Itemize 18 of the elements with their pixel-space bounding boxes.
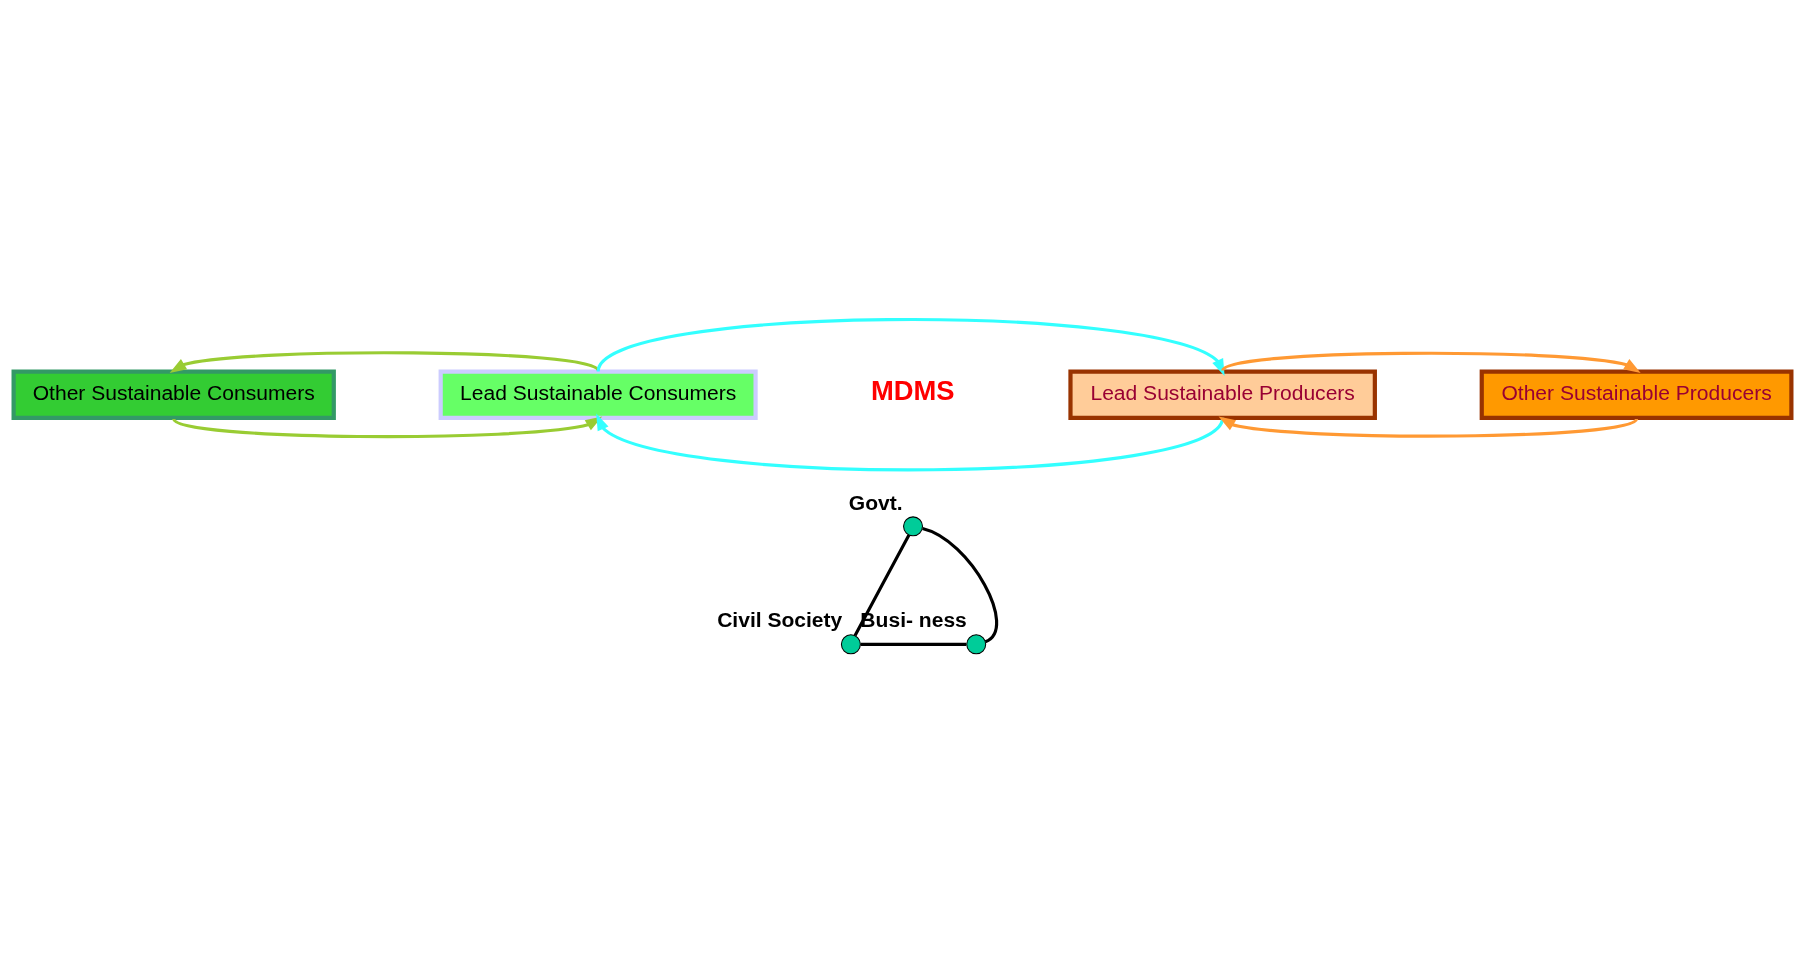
connector	[860, 642, 967, 646]
node-label: Civil Society	[717, 608, 843, 632]
node-circle	[966, 634, 987, 655]
node-box: Other Sustainable Producers	[1479, 369, 1794, 420]
node-box: Other Sustainable Consumers	[11, 369, 336, 420]
arrow	[596, 318, 1225, 376]
node-box: Lead Sustainable Consumers	[438, 369, 758, 420]
connector	[922, 527, 998, 644]
arrow	[596, 413, 1224, 472]
node-box: Lead Sustainable Producers	[1068, 369, 1377, 420]
node-circle	[903, 516, 924, 537]
node-label: Govt.	[848, 490, 903, 514]
arrow	[1221, 351, 1641, 373]
arrow	[172, 416, 603, 439]
arrow	[169, 351, 600, 373]
label: MDMS	[870, 375, 955, 407]
arrow	[1218, 416, 1638, 438]
node-circle	[840, 634, 861, 655]
